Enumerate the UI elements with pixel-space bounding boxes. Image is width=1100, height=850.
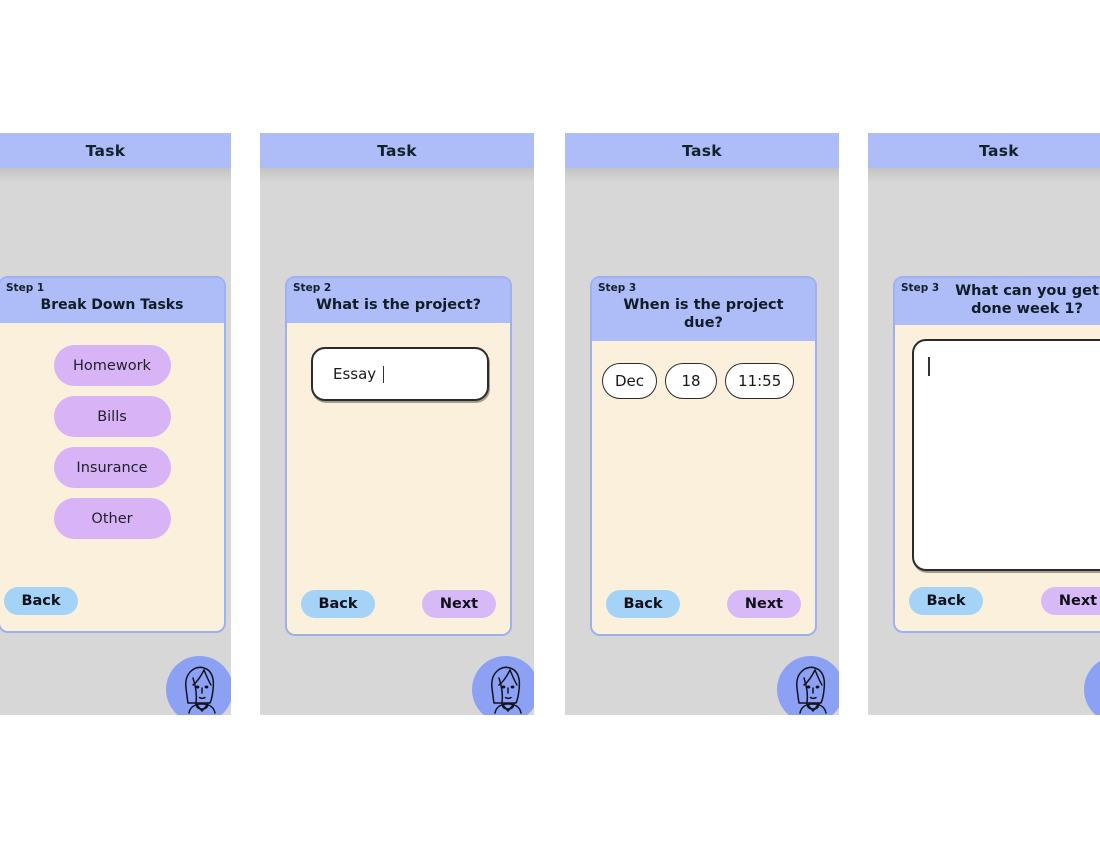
next-button[interactable]: Next bbox=[422, 590, 496, 618]
app-title: Task bbox=[377, 141, 417, 160]
step-card: Step 2 What is the project? Essay Back N… bbox=[285, 276, 512, 636]
screen-body: Step 3 What can you get done week 1? Bac… bbox=[868, 168, 1100, 715]
avatar-figure-icon bbox=[185, 666, 216, 714]
due-month-select[interactable]: Dec bbox=[602, 363, 658, 399]
app-header: Task bbox=[260, 133, 534, 168]
user-avatar[interactable] bbox=[1084, 656, 1100, 715]
back-button[interactable]: Back bbox=[909, 587, 983, 615]
phone-screen-project-name: Task Step 2 What is the project? Essay B… bbox=[260, 133, 534, 715]
app-header: Task bbox=[868, 133, 1100, 168]
choice-option-insurance[interactable]: Insurance bbox=[53, 447, 171, 488]
step-question: What can you get done week 1? bbox=[955, 283, 1099, 317]
week-one-plan-textarea[interactable] bbox=[912, 339, 1100, 571]
screen-body: Step 3 When is the project due? Dec 18 1… bbox=[565, 168, 839, 715]
choice-option-bills[interactable]: Bills bbox=[53, 396, 171, 437]
choice-option-other[interactable]: Other bbox=[53, 498, 171, 539]
avatar-figure-icon bbox=[796, 666, 827, 714]
text-caret-icon bbox=[928, 357, 930, 376]
phone-screen-week-one-plan: Task Step 3 What can you get done week 1… bbox=[868, 133, 1100, 715]
step-question: When is the project due? bbox=[623, 297, 784, 331]
step-card-footer: Back Next bbox=[592, 578, 815, 634]
app-title: Task bbox=[682, 141, 722, 160]
next-button[interactable]: Next bbox=[1041, 587, 1100, 615]
choice-list: Homework Bills Insurance Other bbox=[0, 323, 224, 539]
due-time-select[interactable]: 11:55 bbox=[725, 363, 795, 399]
due-day-select[interactable]: 18 bbox=[665, 363, 718, 399]
step-card-header: Step 3 When is the project due? bbox=[592, 278, 815, 341]
step-card-body: Homework Bills Insurance Other bbox=[0, 323, 224, 575]
step-label: Step 3 bbox=[901, 282, 940, 294]
project-name-value: Essay bbox=[333, 365, 377, 383]
step-label: Step 2 bbox=[293, 282, 332, 294]
app-header: Task bbox=[0, 133, 231, 168]
back-button[interactable]: Back bbox=[4, 587, 78, 615]
back-button[interactable]: Back bbox=[301, 590, 375, 618]
step-card-body: Dec 18 11:55 bbox=[592, 341, 815, 578]
step-card-body bbox=[895, 325, 1100, 575]
user-avatar[interactable] bbox=[777, 656, 839, 715]
step-label: Step 3 bbox=[598, 282, 637, 294]
step-card-header: Step 2 What is the project? bbox=[287, 278, 510, 323]
user-avatar[interactable] bbox=[472, 656, 534, 715]
app-header: Task bbox=[565, 133, 839, 168]
step-card-footer: Back bbox=[0, 575, 224, 631]
step-card-header: Step 3 What can you get done week 1? bbox=[895, 278, 1100, 325]
due-date-picker: Dec 18 11:55 bbox=[602, 363, 795, 399]
choice-option-homework[interactable]: Homework bbox=[53, 345, 171, 386]
avatar-figure-icon bbox=[1084, 656, 1100, 715]
step-card: Step 3 What can you get done week 1? Bac… bbox=[893, 276, 1100, 633]
step-card: Step 1 Break Down Tasks Homework Bills I… bbox=[0, 276, 226, 633]
project-name-input[interactable]: Essay bbox=[311, 347, 489, 401]
step-question: Break Down Tasks bbox=[40, 297, 184, 313]
screen-body: Step 2 What is the project? Essay Back N… bbox=[260, 168, 534, 715]
back-button[interactable]: Back bbox=[606, 590, 680, 618]
step-card-footer: Back Next bbox=[895, 575, 1100, 631]
app-title: Task bbox=[85, 141, 126, 160]
step-card: Step 3 When is the project due? Dec 18 1… bbox=[590, 276, 817, 636]
phone-screen-break-down-tasks: Task Step 1 Break Down Tasks Homework Bi… bbox=[0, 133, 231, 715]
step-label: Step 1 bbox=[6, 282, 45, 294]
avatar-figure-icon bbox=[491, 666, 522, 714]
step-card-header: Step 1 Break Down Tasks bbox=[0, 278, 224, 323]
screen-body: Step 1 Break Down Tasks Homework Bills I… bbox=[0, 168, 231, 715]
step-card-footer: Back Next bbox=[287, 578, 510, 634]
user-avatar[interactable] bbox=[166, 656, 231, 715]
next-button[interactable]: Next bbox=[727, 590, 801, 618]
step-card-body: Essay bbox=[287, 323, 510, 578]
step-question: What is the project? bbox=[315, 297, 482, 313]
text-caret-icon bbox=[383, 365, 385, 383]
phone-screen-project-due: Task Step 3 When is the project due? Dec… bbox=[565, 133, 839, 715]
app-title: Task bbox=[979, 141, 1019, 160]
